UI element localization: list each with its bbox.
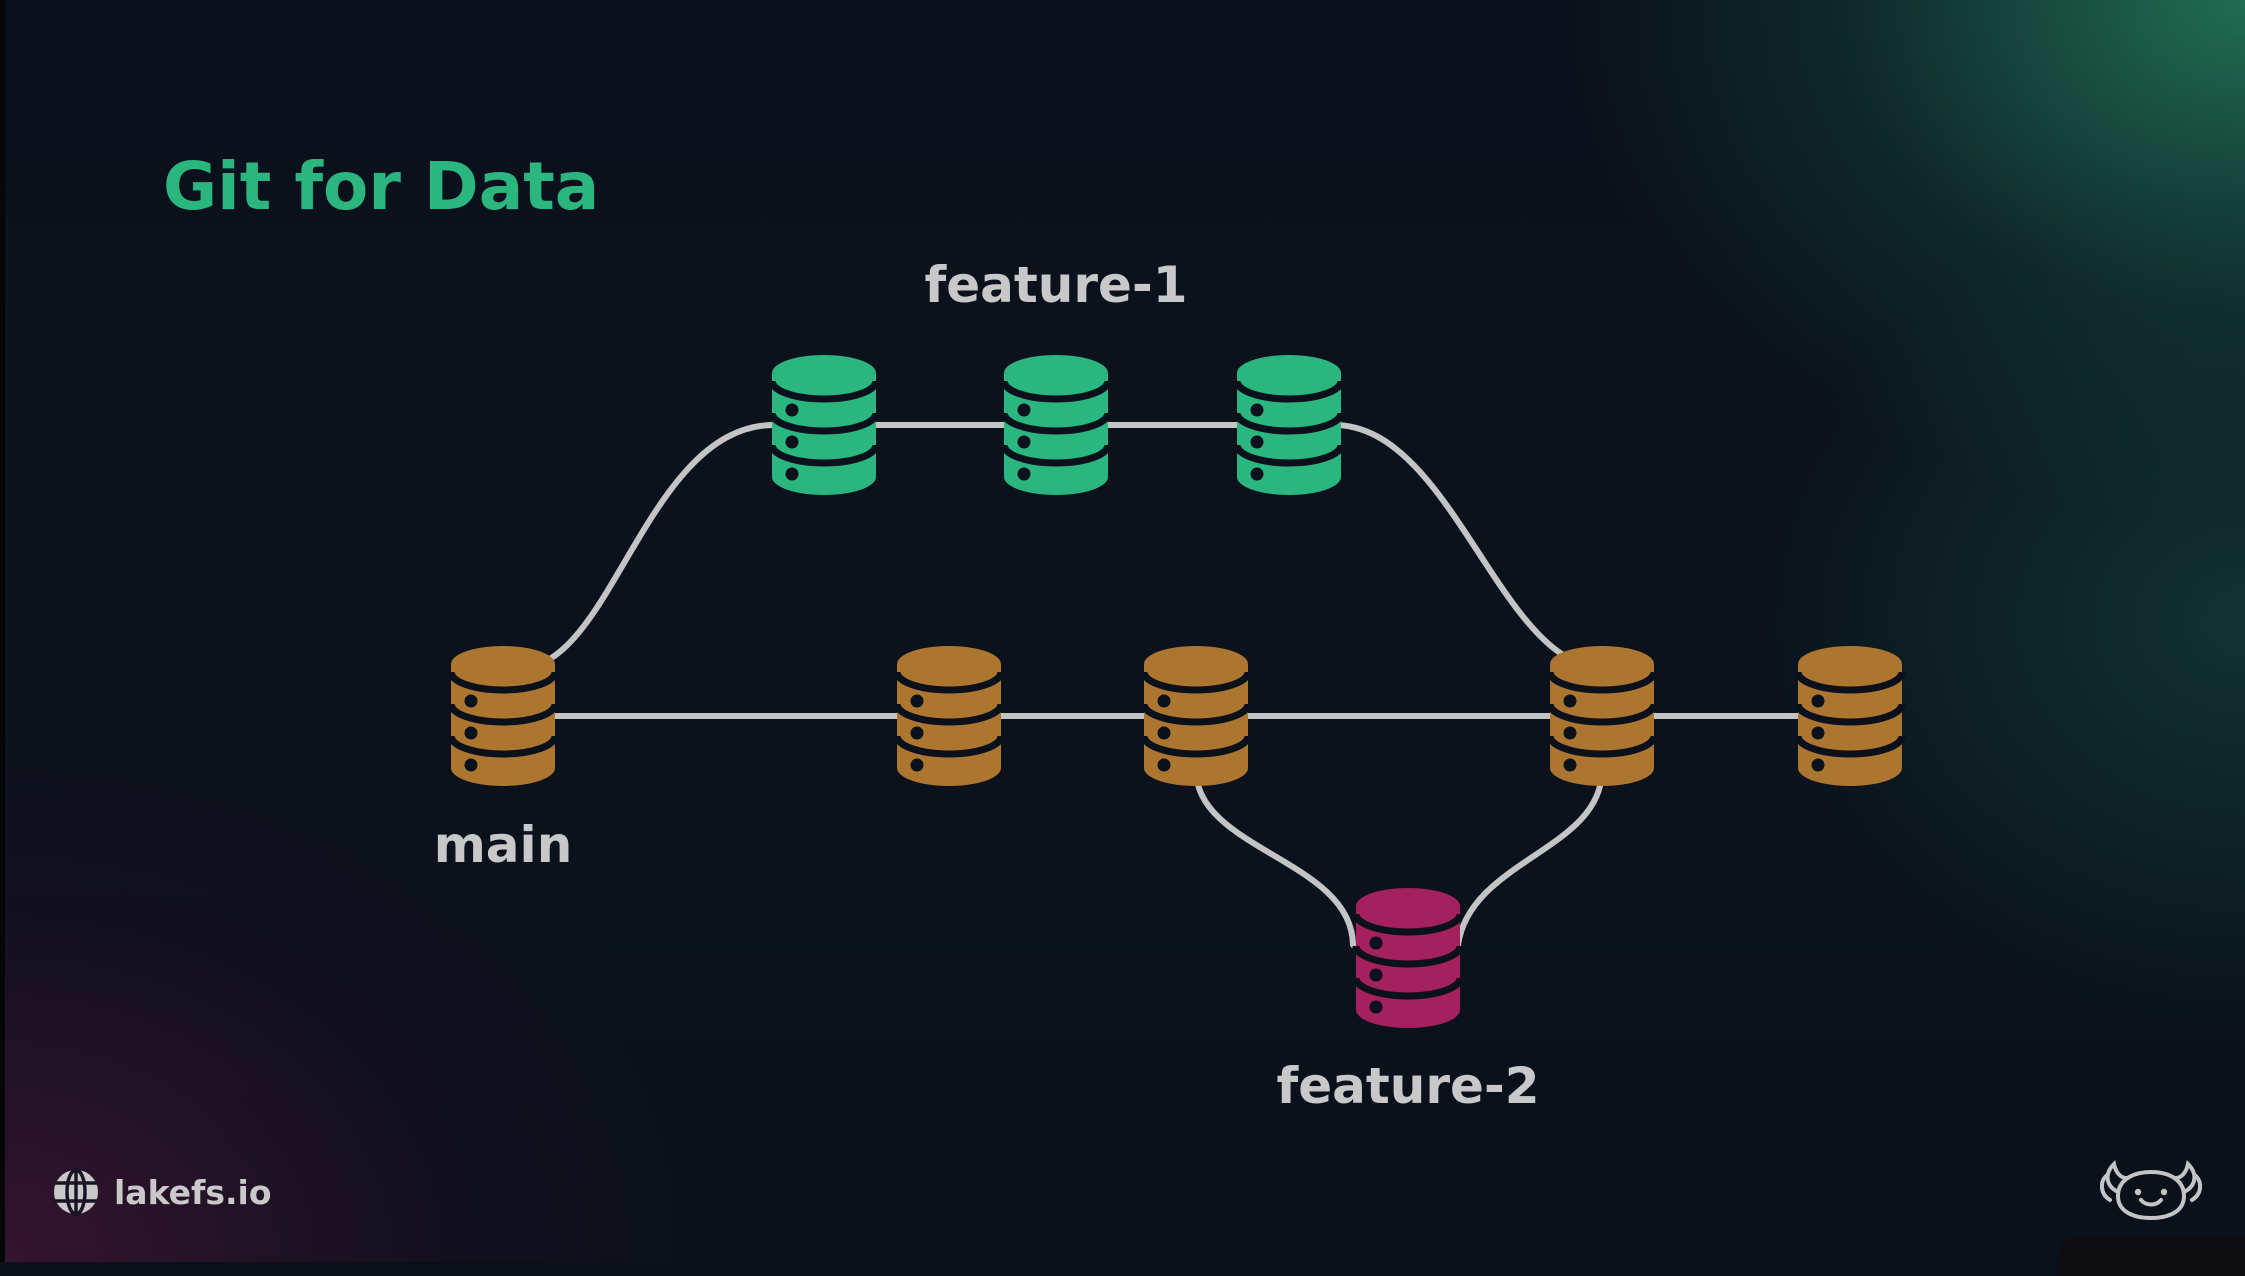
branch-label-feature-2: feature-2 xyxy=(1276,1057,1540,1115)
main-commit-2-database-icon xyxy=(893,646,1005,786)
feature-2-branch-curve xyxy=(1193,767,1356,948)
main-commit-3-database-icon xyxy=(1140,646,1252,786)
feature-2-commit-1-database-icon xyxy=(1352,888,1464,1028)
main-commit-1-database-icon xyxy=(447,646,559,786)
feature-1-commit-2-database-icon xyxy=(1000,355,1112,495)
website-link-text: lakefs.io xyxy=(114,1172,272,1212)
branch-label-feature-1: feature-1 xyxy=(924,256,1188,314)
main-commit-5-database-icon xyxy=(1794,646,1906,786)
feature-1-commit-1-database-icon xyxy=(768,355,880,495)
left-edge-strip xyxy=(0,0,5,1262)
feature-1-branch-curve xyxy=(545,422,777,663)
corner-overlay xyxy=(2058,1236,2245,1276)
feature-2-merge-curve xyxy=(1455,767,1605,948)
website-link[interactable]: lakefs.io xyxy=(52,1168,272,1216)
globe-icon xyxy=(54,1168,98,1216)
axolotl-logo-icon xyxy=(2099,1159,2203,1221)
slide-title: Git for Data xyxy=(163,148,600,225)
feature-1-merge-curve xyxy=(1331,422,1575,663)
main-commit-4-database-icon xyxy=(1546,646,1658,786)
feature-1-commit-3-database-icon xyxy=(1233,355,1345,495)
commit-nodes xyxy=(447,355,1906,1028)
branch-label-main: main xyxy=(433,816,573,874)
